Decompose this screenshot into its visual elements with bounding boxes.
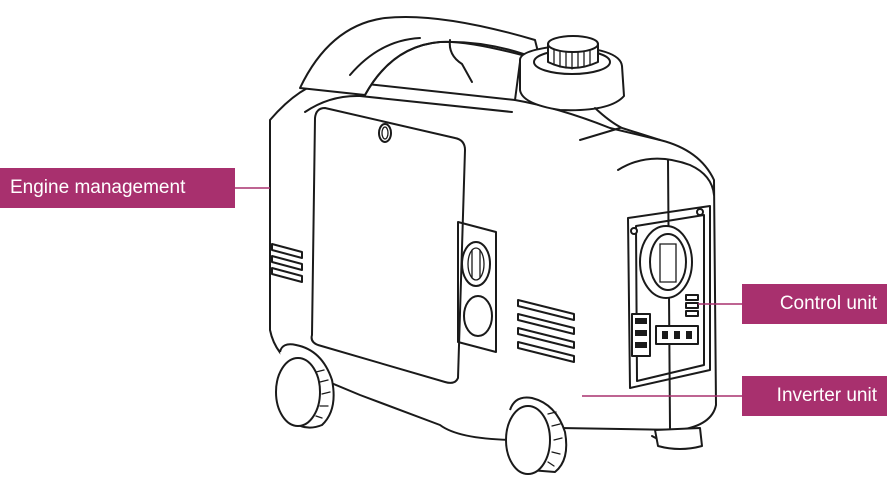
cover-screw-icon [379,124,391,142]
engine-management-label: Engine management [0,168,235,208]
switch-block [632,314,650,356]
inverter-unit-label: Inverter unit [742,376,887,416]
right-foot [655,428,702,449]
output-sockets [656,326,698,344]
indicator-lights [686,295,698,316]
carry-handle [300,17,540,100]
control-unit-label: Control unit [742,284,887,324]
